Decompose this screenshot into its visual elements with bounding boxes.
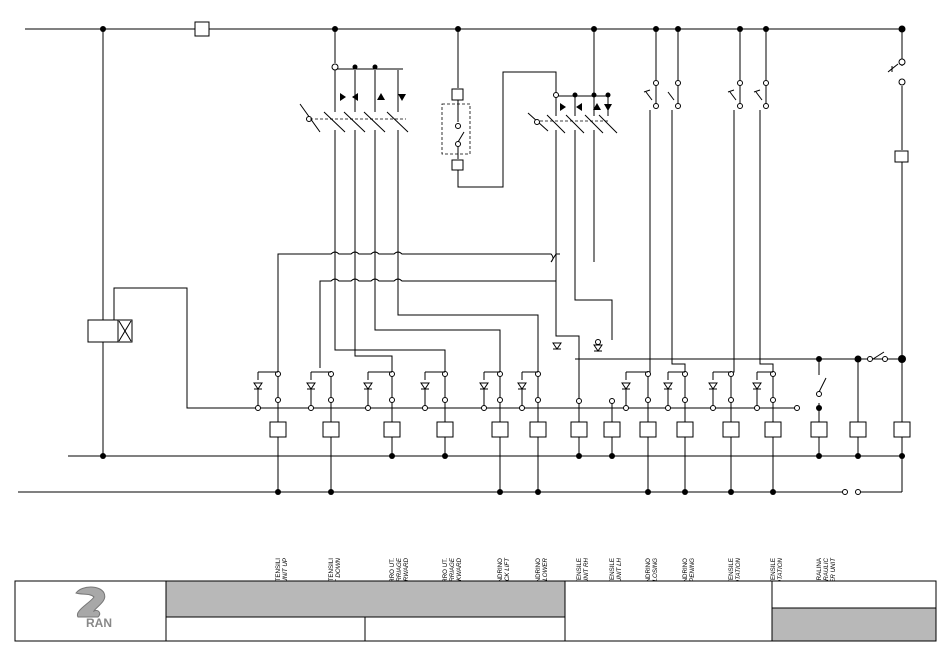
extra-coil: [893, 359, 911, 459]
label-english: POWER UNIT: [830, 557, 837, 598]
coil-box: [529, 421, 547, 438]
junction-dot: [816, 453, 822, 459]
junction-dot: [389, 453, 395, 459]
branch-10: [663, 371, 694, 495]
timer-coil: [87, 287, 795, 409]
junction-dot: [275, 489, 281, 495]
branch-4: [420, 371, 454, 459]
crossover-wires: [277, 130, 613, 399]
coil-box: [764, 421, 782, 438]
top-switch-contacts: [643, 29, 909, 163]
branch-13: [810, 359, 828, 459]
branch-7: [570, 398, 588, 459]
branch-5: [479, 371, 509, 495]
contact-ring: [442, 397, 448, 403]
diode: [253, 382, 263, 390]
title-block: [14, 580, 937, 642]
diode: [752, 382, 762, 390]
contact-ring: [728, 397, 734, 403]
coil-box: [436, 421, 454, 438]
label-english: TOOL UNIT RH: [583, 557, 590, 601]
coil-box: [383, 421, 401, 438]
output-branches: [253, 359, 911, 495]
ran-logo: RAN: [75, 586, 112, 630]
branch-wires: [648, 110, 774, 373]
coil-box: [570, 421, 588, 438]
contact-ring: [682, 397, 688, 403]
branch-6: [517, 371, 547, 495]
extra-coil: [849, 359, 867, 459]
junction-dot: [770, 489, 776, 495]
power-rails: [18, 28, 905, 493]
contact-ring: [645, 397, 651, 403]
diode: [363, 382, 373, 390]
contact-ring: [535, 397, 541, 403]
junction-dot: [645, 489, 651, 495]
label-italian: CENTRALINA: [816, 557, 823, 597]
contact-ring: [275, 397, 281, 403]
junction-dot: [442, 453, 448, 459]
branch-2: [306, 371, 340, 495]
junction-dot: [682, 489, 688, 495]
branch-1: [253, 371, 287, 495]
junction-dot: [609, 453, 615, 459]
label-english: TOOL UNIT LH: [616, 557, 623, 600]
contact-ring: [770, 397, 776, 403]
svg-text:RAN: RAN: [86, 616, 112, 630]
diode: [479, 382, 489, 390]
junction-dot: [576, 453, 582, 459]
diode: [663, 382, 673, 390]
junction-dot: [728, 489, 734, 495]
diode: [517, 382, 527, 390]
coil-box: [603, 421, 621, 438]
branch-12: [752, 371, 782, 495]
diode: [621, 382, 631, 390]
diode: [420, 382, 430, 390]
right-selector-switch: [527, 29, 618, 134]
label-english: CHUCK LIFT: [504, 557, 511, 595]
fuse-box: [194, 21, 210, 37]
coil-box: [810, 421, 828, 438]
middle-relay: [441, 29, 557, 188]
coil-box: [722, 421, 740, 438]
branch-9: [621, 371, 657, 495]
coil-box: [639, 421, 657, 438]
coil-box: [269, 421, 287, 438]
label-english: BACKWARD: [456, 557, 463, 593]
junction-dot: [497, 489, 503, 495]
branch-11: [708, 371, 740, 495]
branch-8: [603, 398, 621, 459]
diode: [708, 382, 718, 390]
contact-ring: [497, 397, 503, 403]
junction-dot: [328, 489, 334, 495]
junction-dot: [535, 489, 541, 495]
branch-3: [363, 371, 401, 459]
coil-box: [322, 421, 340, 438]
left-selector-switch: [299, 29, 409, 133]
coil-box: [676, 421, 694, 438]
diode: [306, 382, 316, 390]
coil-box: [491, 421, 509, 438]
label-english: HYDRAULIC: [823, 557, 830, 593]
contact-ring: [389, 397, 395, 403]
label-english: FORWARD: [403, 557, 410, 589]
contact-ring: [328, 397, 334, 403]
